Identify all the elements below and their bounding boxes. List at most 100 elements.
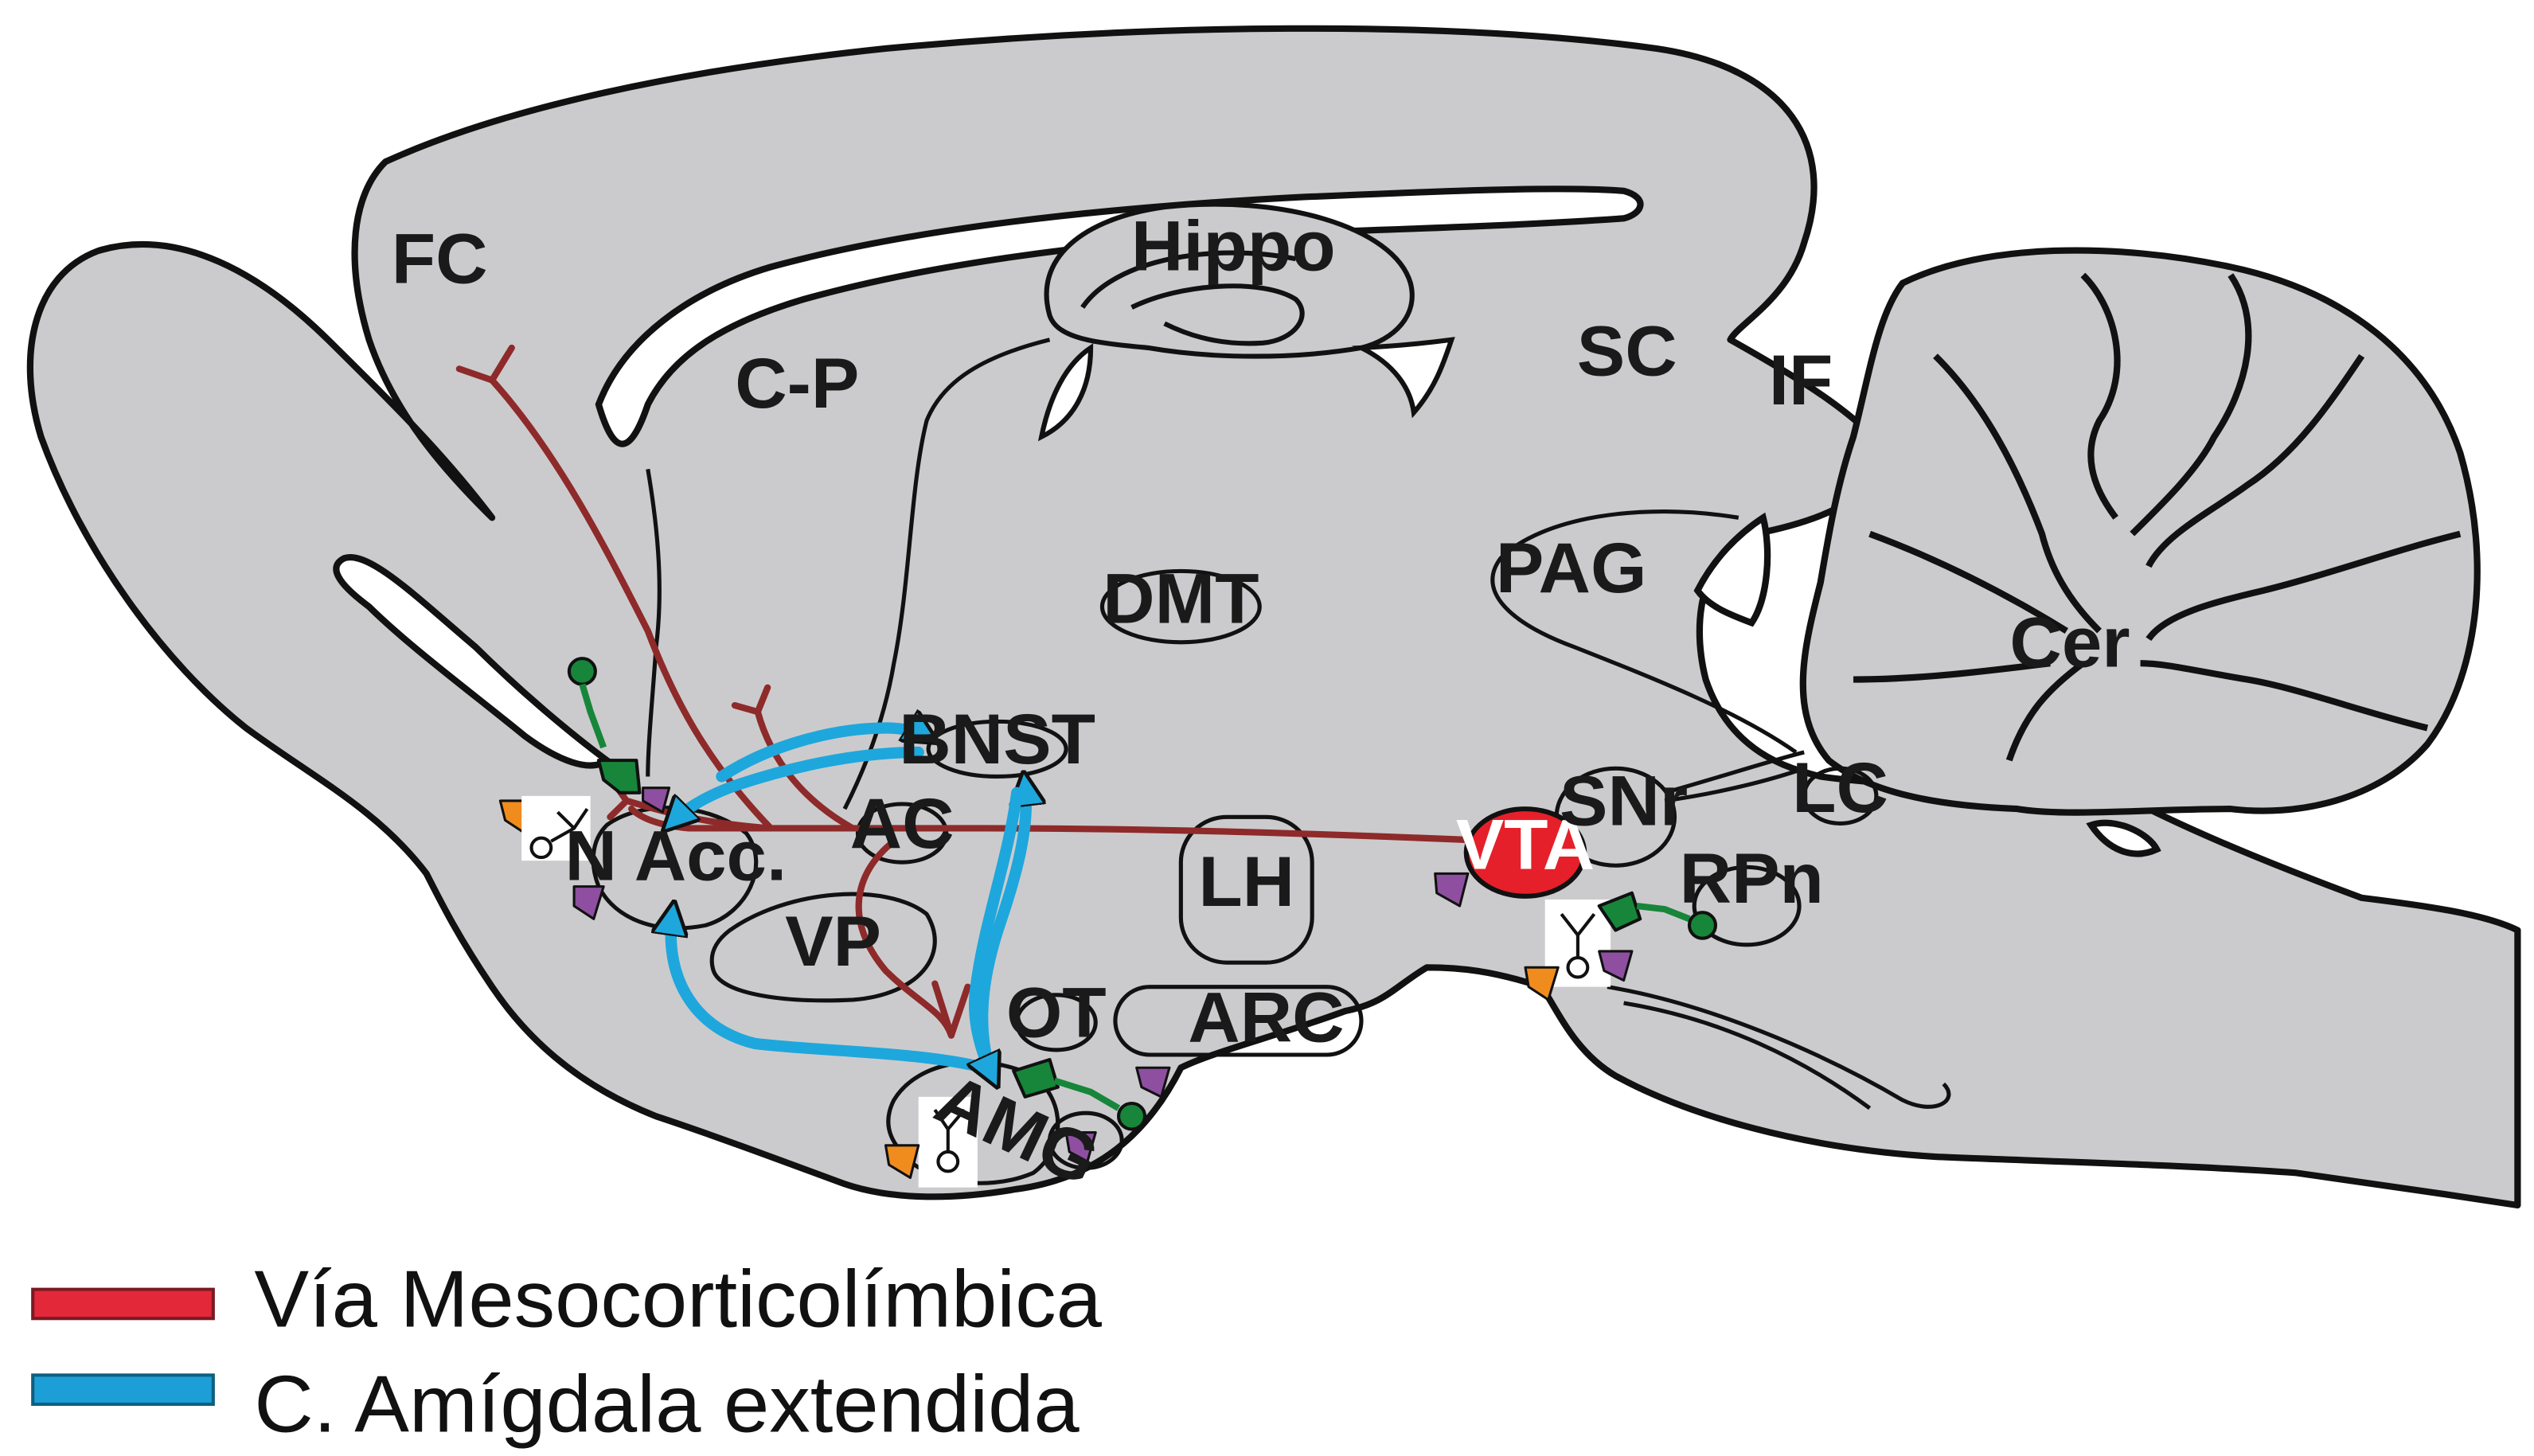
brainstem-cleft xyxy=(2086,819,2161,857)
legend-swatch-amygdala xyxy=(31,1373,215,1407)
dmt-outline xyxy=(1099,568,1262,645)
label-fc: FC xyxy=(392,219,488,299)
bnst-to-nacc-arrow xyxy=(673,746,924,822)
label-sc: SC xyxy=(1577,311,1677,391)
nacc-green-neuron xyxy=(567,657,642,794)
hippocampus-fold-inner xyxy=(1080,250,1297,309)
white-neuron-amg xyxy=(918,1096,978,1188)
legend-label-amygdala: C. Amígdala extendida xyxy=(254,1358,1079,1449)
brainstem-tract-2 xyxy=(1664,766,1806,803)
purple-receptor-nacc-bottom xyxy=(572,885,605,920)
olfactory-ventricle xyxy=(333,553,613,769)
amg-green-neuron xyxy=(1012,1058,1147,1131)
extended-amygdala-pathway xyxy=(671,728,1026,1076)
green-soma-nacc xyxy=(567,657,597,686)
green-soma-vta xyxy=(1687,911,1718,940)
label-ac: AC xyxy=(850,783,955,863)
label-cp: C-P xyxy=(735,344,859,424)
ac-outline xyxy=(855,802,949,865)
label-pag: PAG xyxy=(1496,528,1647,607)
vta-green-neuron xyxy=(1597,891,1718,940)
legend: Vía Mesocorticolímbica C. Amígdala exten… xyxy=(31,1253,1102,1449)
label-dmt: DMT xyxy=(1103,559,1259,638)
cerebellum-fold-6 xyxy=(1933,353,2102,634)
amg-to-bnst-arrow xyxy=(976,785,1026,1074)
lc-outline xyxy=(1802,766,1879,826)
orange-receptor-vta xyxy=(1524,966,1560,1001)
vta-nucleus xyxy=(1463,806,1587,899)
cerebellum-fold-5 xyxy=(2140,660,2429,732)
purple-receptor-amg-top xyxy=(1135,1066,1171,1099)
label-vp: VP xyxy=(785,902,881,982)
fc-terminal-1 xyxy=(455,365,496,384)
orange-receptor-amg xyxy=(884,1144,920,1179)
cerebellum-fold-2 xyxy=(2130,273,2252,537)
vp-outline xyxy=(709,892,937,1003)
amg-to-nacc-arrow xyxy=(671,914,990,1074)
white-soma-vta xyxy=(1566,956,1590,979)
hippocampus-fold xyxy=(1130,283,1305,346)
white-axon-nacc xyxy=(550,826,576,843)
label-nacc: N Acc. xyxy=(564,816,787,896)
white-soma-nacc xyxy=(529,836,553,860)
lh-outline xyxy=(1178,814,1314,965)
label-cer: Cer xyxy=(2009,603,2130,682)
green-axon-amg xyxy=(1053,1077,1121,1111)
white-neuron-vta xyxy=(1544,899,1611,987)
cerebellum-fold-3 xyxy=(2146,353,2365,568)
green-axon-vta xyxy=(1636,903,1691,923)
label-arc: ARC xyxy=(1188,978,1344,1057)
cp-boundary xyxy=(646,468,662,777)
label-rpn: RPn xyxy=(1680,839,1824,919)
label-snr: SNr xyxy=(1560,761,1688,841)
amg-inner-outline xyxy=(1047,1111,1124,1170)
green-terminal-vta xyxy=(1597,891,1642,932)
ot-outline xyxy=(1014,993,1098,1052)
green-terminal-amg xyxy=(1012,1058,1060,1099)
cerebellum-outline xyxy=(1799,247,2481,816)
brainstem-tract-1 xyxy=(1664,750,1805,795)
fc-terminal-2 xyxy=(488,344,515,384)
label-bnst: BNST xyxy=(899,700,1095,779)
rpn-outline xyxy=(1692,865,1802,947)
purple-receptor-amg-inner xyxy=(1064,1131,1097,1163)
hippocampus xyxy=(1037,201,1455,442)
purple-receptor-nacc-top xyxy=(642,787,671,814)
purple-receptor-vta-left xyxy=(1434,872,1470,908)
purple-receptor-vta-right xyxy=(1598,950,1634,982)
label-vta: VTA xyxy=(1456,805,1595,884)
label-ot: OT xyxy=(1006,973,1107,1052)
label-if: IF xyxy=(1769,341,1833,420)
green-terminal-nacc xyxy=(596,759,642,794)
legend-label-mesocorticolimbic: Vía Mesocorticolímbica xyxy=(254,1253,1102,1344)
amg-terminal xyxy=(931,980,971,1039)
cerebellum-fold-8 xyxy=(1853,660,2051,683)
cerebellum-fold-7 xyxy=(1868,530,2069,634)
cerebellum-fold-9 xyxy=(2005,660,2085,762)
green-axon-nacc xyxy=(579,683,607,749)
bnst-fiber xyxy=(754,708,857,832)
brainstem-tract-3 xyxy=(1607,985,1951,1109)
pag-boundary xyxy=(1490,509,1798,755)
bnst-terminal xyxy=(731,684,771,716)
ventricles xyxy=(333,185,2161,857)
brainstem-tract-4 xyxy=(1623,1001,1872,1111)
green-soma-amg xyxy=(1116,1101,1147,1131)
arc-outline xyxy=(1113,985,1364,1057)
corpus-callosum-gap xyxy=(595,185,1644,447)
label-lh: LH xyxy=(1198,842,1294,922)
internal-boundaries xyxy=(646,272,2462,1111)
bnst-to-amg-arrow xyxy=(974,787,1023,1076)
hippocampus-outline xyxy=(1044,201,1415,359)
label-lc: LC xyxy=(1792,748,1888,828)
white-soma-amg xyxy=(936,1150,960,1173)
frontal-cortex-fiber xyxy=(488,377,775,832)
cerebellum-fold-4 xyxy=(2146,530,2462,642)
fourth-ventricle-gap xyxy=(1693,512,1771,627)
hippo-notch-right xyxy=(1352,337,1455,419)
synapse-glyphs xyxy=(498,657,1718,1188)
legend-swatch-mesocorticolimbic xyxy=(31,1287,215,1321)
label-hippo: Hippo xyxy=(1131,206,1336,286)
white-neuron-nacc xyxy=(521,795,591,861)
